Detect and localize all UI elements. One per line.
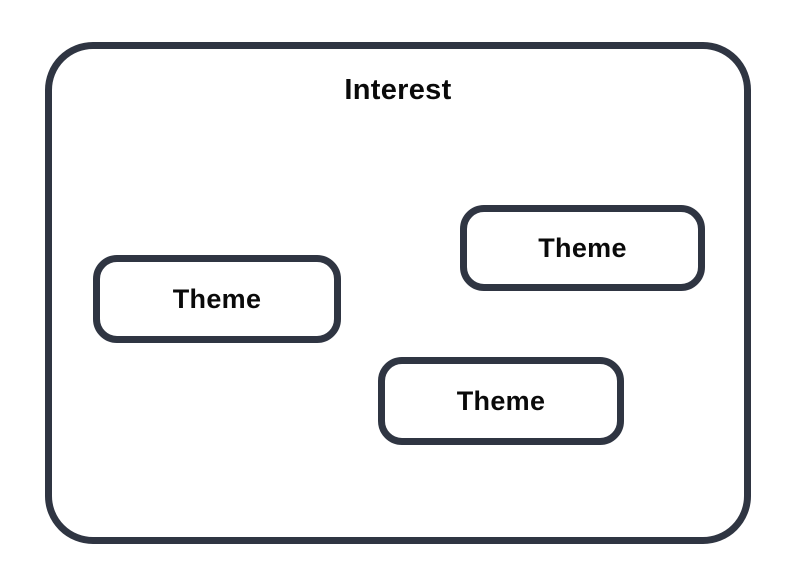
theme-node-left: Theme bbox=[93, 255, 341, 343]
theme-node-bottom-middle: Theme bbox=[378, 357, 624, 445]
theme-node-label: Theme bbox=[538, 232, 627, 263]
theme-node-top-right: Theme bbox=[460, 205, 705, 291]
theme-node-label: Theme bbox=[172, 283, 262, 314]
interest-container-label: Interest bbox=[344, 74, 452, 106]
theme-node-label: Theme bbox=[456, 385, 546, 416]
